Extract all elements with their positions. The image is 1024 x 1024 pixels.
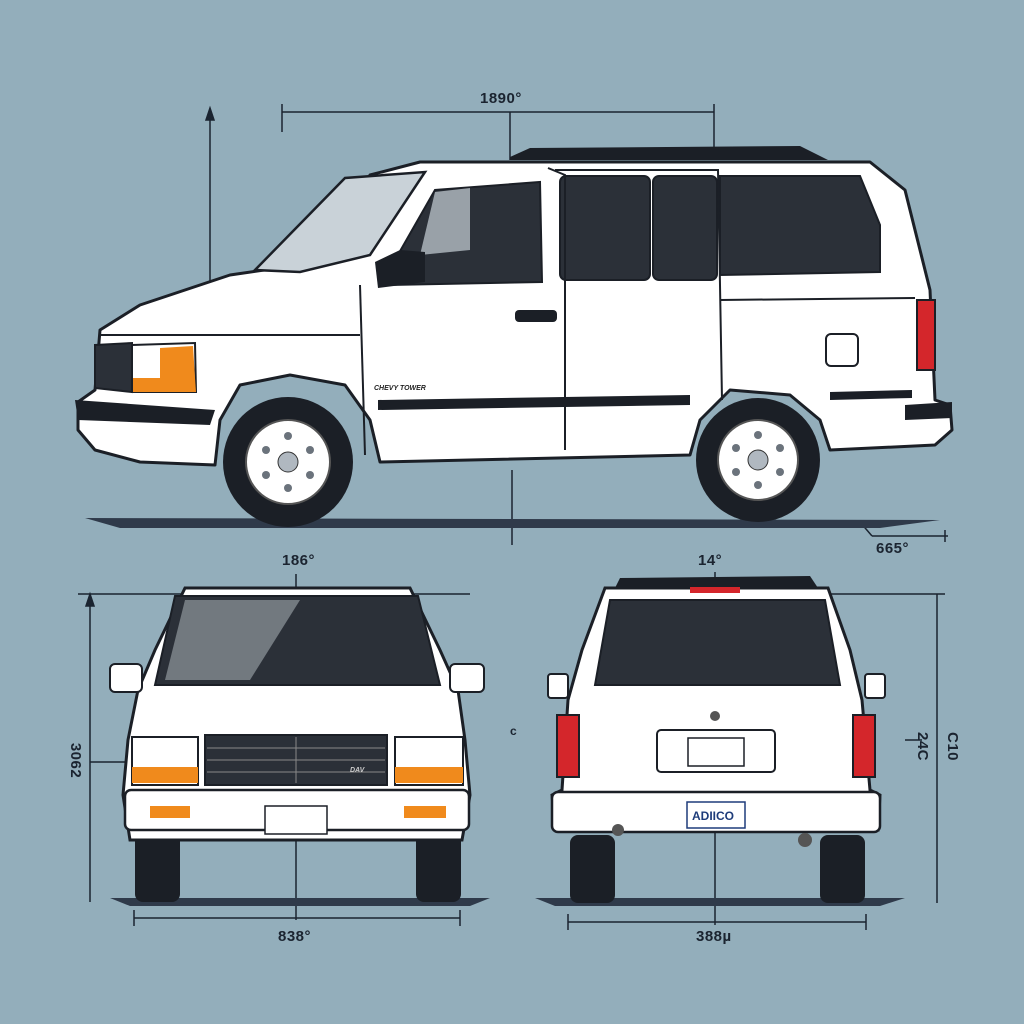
side-view: [75, 104, 954, 545]
windshield: [252, 170, 428, 274]
rear-roof-rack: [615, 576, 818, 588]
front-license-plate: [264, 805, 328, 835]
rear-right-mirror: [864, 673, 886, 699]
side-trim: [378, 395, 690, 410]
side-dimension-lines: [204, 104, 948, 545]
rear-bumper-strip: [905, 402, 952, 420]
front-left-tire: [135, 830, 180, 902]
fuel-door: [825, 333, 859, 367]
rear-view: [535, 572, 945, 930]
middle-window-1: [559, 175, 651, 281]
side-ground-shadow: [85, 518, 940, 528]
side-badge: CHEVY TOWER: [374, 385, 426, 392]
turn-signal-lower: [132, 378, 196, 392]
side-mirror: [375, 250, 425, 288]
front-bumper-strip: [75, 400, 215, 425]
front-right-mirror: [449, 663, 485, 693]
rear-license-plate: [686, 801, 746, 829]
bumper-right-lamp: [404, 806, 446, 818]
rear-left-tail-light: [556, 714, 580, 778]
middle-window-2: [652, 175, 718, 281]
front-view: [78, 574, 490, 926]
rear-width-bottom-label: 388µ: [696, 928, 732, 945]
front-windshield-reflection: [165, 600, 300, 680]
rear-left-tire: [570, 835, 615, 903]
rear-height-inner-label: 24C: [914, 731, 932, 762]
rear-width-top-label: 14°: [698, 552, 723, 569]
front-ground-shadow: [110, 898, 490, 906]
front-wheel: [223, 397, 353, 527]
front-width-bottom-label: 838°: [278, 928, 312, 945]
rear-wheel: [696, 398, 820, 522]
rear-left-mirror: [547, 673, 569, 699]
rear-window: [593, 599, 842, 686]
rear-height-outer-label: C10: [944, 731, 962, 762]
turn-signal-front: [160, 346, 195, 378]
wheel-lug-pattern: [262, 431, 784, 492]
side-rear-overhang-label: 665°: [876, 540, 910, 557]
rear-side-trim: [830, 390, 912, 400]
rear-plate-text: ADIICO: [692, 809, 734, 823]
front-height-label: 3062: [67, 742, 85, 779]
rear-exhaust-right: [798, 833, 812, 847]
bumper-left-lamp: [150, 806, 190, 818]
rear-quarter-window: [719, 175, 881, 277]
tail-light-side: [916, 299, 936, 371]
front-left-mirror: [109, 663, 143, 693]
front-right-turn-signal: [395, 767, 463, 783]
front-left-turn-signal: [132, 767, 198, 783]
grille-bars: [207, 737, 385, 783]
stray-mark: c: [510, 724, 518, 738]
front-width-top-label: 186°: [282, 552, 316, 569]
grille-badge: DAV: [350, 767, 365, 774]
rear-emblem: [710, 711, 720, 721]
third-brake-light: [690, 587, 740, 593]
door-handle: [515, 310, 557, 322]
rear-right-tire: [820, 835, 865, 903]
front-windshield: [153, 595, 442, 686]
side-length-label: 1890°: [480, 90, 522, 107]
front-right-tire: [416, 830, 461, 902]
rear-exhaust-left: [612, 824, 624, 836]
door-lines: [100, 167, 916, 456]
window-reflection: [420, 188, 470, 255]
roof-rack: [510, 146, 828, 160]
tailgate-plate: [687, 737, 745, 767]
front-grille: [94, 341, 133, 394]
rear-right-tail-light: [852, 714, 876, 778]
rear-ground-shadow: [535, 898, 905, 906]
